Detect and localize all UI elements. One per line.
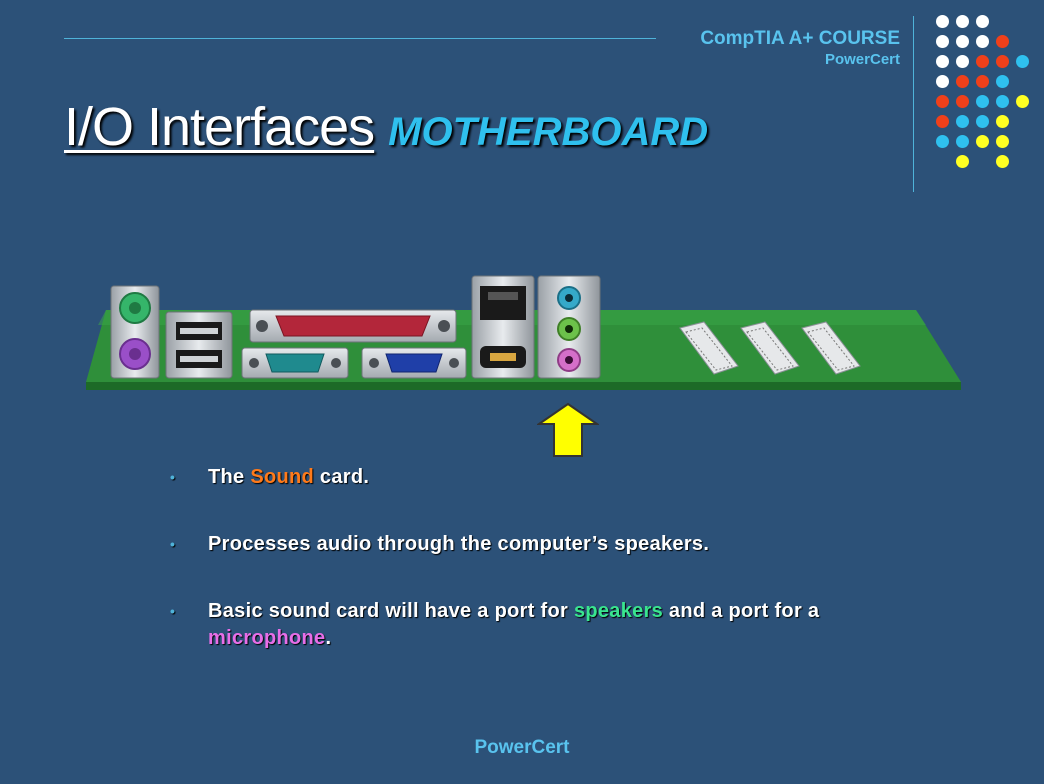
bullet-item: • Basic sound card will have a port for … xyxy=(170,600,820,649)
ethernet-port-icon xyxy=(471,275,535,379)
header-vertical-rule xyxy=(913,16,914,192)
bullet-marker-icon: • xyxy=(170,603,176,619)
vga-port-icon xyxy=(361,347,467,379)
parallel-port-icon xyxy=(249,309,457,343)
audio-jacks-icon xyxy=(537,275,601,379)
highlight-microphone: microphone xyxy=(208,627,326,649)
serial-port-icon xyxy=(241,347,349,379)
motherboard-io-panel-illustration xyxy=(86,275,961,390)
footer-brand: PowerCert xyxy=(474,737,570,758)
bullet-list: • The Sound card. • Processes audio thro… xyxy=(170,464,930,652)
bullet-marker-icon: • xyxy=(170,469,176,485)
course-header: CompTIA A+ COURSE PowerCert xyxy=(700,28,900,70)
slide-title: I/O Interfaces MOTHERBOARD xyxy=(64,96,708,158)
highlight-sound: Sound xyxy=(250,466,315,488)
course-title: CompTIA A+ COURSE xyxy=(700,28,900,49)
usb-ports-icon xyxy=(165,311,233,379)
title-main: I/O Interfaces xyxy=(64,97,375,157)
yellow-up-arrow-icon xyxy=(537,402,599,457)
decorative-dot-grid xyxy=(936,15,1036,175)
highlight-speakers: speakers xyxy=(573,600,664,622)
ps2-ports-icon xyxy=(110,285,160,379)
expansion-slots-icon xyxy=(679,321,861,375)
header-rule xyxy=(64,38,656,39)
brand-name: PowerCert xyxy=(824,51,900,68)
bullet-marker-icon: • xyxy=(170,536,176,552)
bullet-item: • The Sound card. xyxy=(170,464,930,491)
bullet-item: • Processes audio through the computer’s… xyxy=(170,531,930,558)
title-subtitle: MOTHERBOARD xyxy=(388,110,709,154)
